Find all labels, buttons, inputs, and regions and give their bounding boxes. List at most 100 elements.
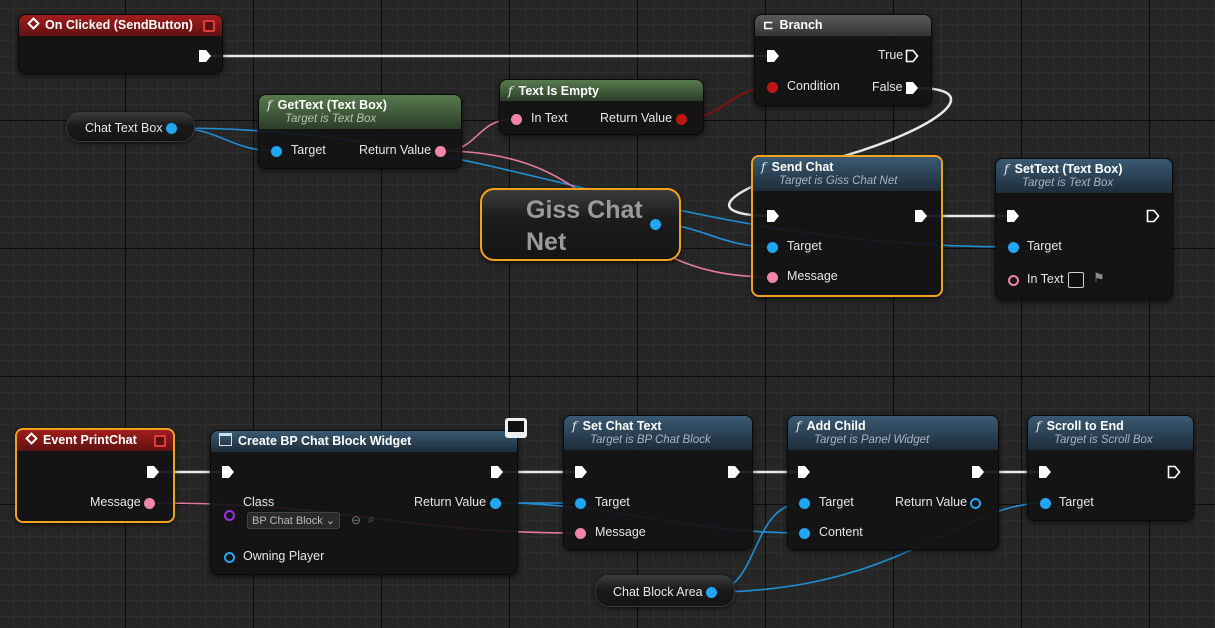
add-child-subtitle: Target is Panel Widget: [814, 434, 930, 446]
exec-in-pin-add-child[interactable]: [797, 465, 811, 479]
set-text-target-label: Target: [1027, 239, 1062, 253]
exec-in-pin-set-text[interactable]: [1006, 209, 1020, 223]
send-chat-target-pin[interactable]: [767, 242, 778, 253]
scroll-to-end-title: Scroll to End: [1046, 419, 1124, 433]
add-child-title: Add Child: [806, 419, 866, 433]
function-icon: f: [796, 418, 801, 433]
search-icon[interactable]: ⌕: [368, 512, 375, 526]
chat-block-area-out-pin[interactable]: [706, 587, 717, 598]
add-child-content-pin[interactable]: [799, 528, 810, 539]
text-is-empty-title: Text Is Empty: [518, 84, 599, 98]
function-icon: f: [267, 97, 272, 112]
create-widget-header[interactable]: Create BP Chat Block Widget: [211, 431, 517, 452]
send-chat-message-label: Message: [787, 269, 838, 283]
widget-icon: [219, 433, 232, 446]
owning-player-pin[interactable]: [224, 552, 235, 563]
set-chat-text-target-label: Target: [595, 495, 630, 509]
class-pin[interactable]: [224, 510, 235, 521]
exec-out-pin-true[interactable]: [905, 49, 919, 63]
is-empty-return-pin[interactable]: [676, 114, 687, 125]
exec-out-pin-scroll-to-end[interactable]: [1167, 465, 1181, 479]
branch-header[interactable]: ⊏Branch: [755, 15, 931, 36]
add-child-return-pin[interactable]: [970, 498, 981, 509]
set-chat-text-target-pin[interactable]: [575, 498, 586, 509]
exec-out-pin-set-chat-text[interactable]: [727, 465, 741, 479]
chat-block-area-label: Chat Block Area: [613, 585, 703, 599]
flag-icon[interactable]: ⚑: [1093, 270, 1105, 285]
chat-text-box-out-pin[interactable]: [166, 123, 177, 134]
send-chat-message-pin[interactable]: [767, 272, 778, 283]
dropdown-chevron-icon: ⌄: [325, 515, 336, 527]
in-text-value-box[interactable]: [1068, 272, 1084, 288]
event-print-chat-header[interactable]: Event PrintChat: [17, 430, 173, 451]
on-clicked-title: On Clicked (SendButton): [45, 18, 193, 32]
class-dropdown[interactable]: BP Chat Block ⌄: [247, 512, 341, 529]
exec-in-pin-set-chat-text[interactable]: [574, 465, 588, 479]
branch-condition-label: Condition: [787, 79, 840, 93]
create-widget-class-label: Class: [243, 495, 275, 509]
set-text-subtitle: Target is Text Box: [1022, 177, 1114, 189]
get-text-return-pin[interactable]: [435, 146, 446, 157]
exec-in-pin-branch[interactable]: [766, 49, 780, 63]
exec-in-pin-create-widget[interactable]: [221, 465, 235, 479]
set-chat-text-message-pin[interactable]: [575, 528, 586, 539]
get-text-subtitle: Target is Text Box: [285, 113, 377, 125]
exec-out-pin-false[interactable]: [905, 81, 919, 95]
scroll-to-end-target-pin[interactable]: [1040, 498, 1051, 509]
function-icon: f: [572, 418, 577, 433]
get-text-header[interactable]: f GetText (Text Box) Target is Text Box: [259, 95, 461, 129]
add-child-target-label: Target: [819, 495, 854, 509]
on-clicked-node[interactable]: On Clicked (SendButton): [18, 14, 223, 74]
branch-false-label: False: [872, 80, 903, 94]
exec-out-pin-set-text[interactable]: [1146, 209, 1160, 223]
send-chat-target-label: Target: [787, 239, 822, 253]
in-text-pin[interactable]: [511, 114, 522, 125]
on-clicked-header[interactable]: On Clicked (SendButton): [19, 15, 222, 36]
print-chat-message-label: Message: [90, 495, 141, 509]
event-diamond-icon: [25, 432, 38, 445]
set-text-target-pin[interactable]: [1008, 242, 1019, 253]
giss-chat-net-label: Giss Chat Net: [526, 196, 643, 256]
set-text-title: SetText (Text Box): [1014, 162, 1123, 176]
event-diamond-icon: [27, 17, 40, 30]
branch-true-label: True: [878, 48, 904, 62]
exec-out-pin-print-chat[interactable]: [146, 465, 160, 479]
add-child-header[interactable]: f Add Child Target is Panel Widget: [788, 416, 998, 450]
giss-chat-net-out-pin[interactable]: [650, 219, 661, 230]
browse-icon[interactable]: ⊖: [351, 513, 362, 527]
exec-in-pin-send-chat[interactable]: [766, 209, 780, 223]
exec-out-pin-on-clicked[interactable]: [198, 49, 212, 63]
exec-out-pin-send-chat[interactable]: [914, 209, 928, 223]
exec-out-pin-add-child[interactable]: [971, 465, 985, 479]
set-chat-text-subtitle: Target is BP Chat Block: [590, 434, 711, 446]
text-is-empty-in-label: In Text: [531, 111, 568, 125]
event-print-chat-title: Event PrintChat: [43, 433, 137, 447]
class-dropdown-value: BP Chat Block: [252, 515, 323, 527]
exec-out-pin-create-widget[interactable]: [490, 465, 504, 479]
set-text-in-text-label: In Text: [1027, 272, 1064, 286]
branch-title: Branch: [779, 18, 823, 32]
get-text-target-pin[interactable]: [271, 146, 282, 157]
get-text-title: GetText (Text Box): [277, 98, 387, 112]
add-child-target-pin[interactable]: [799, 498, 810, 509]
condition-pin[interactable]: [767, 82, 778, 93]
create-widget-title: Create BP Chat Block Widget: [238, 434, 412, 448]
get-text-node[interactable]: f GetText (Text Box) Target is Text Box: [258, 94, 462, 169]
monitor-icon: [505, 418, 527, 438]
create-widget-return-pin[interactable]: [490, 498, 501, 509]
exec-in-pin-scroll-to-end[interactable]: [1038, 465, 1052, 479]
get-text-target-label: Target: [291, 143, 326, 157]
scroll-to-end-target-label: Target: [1059, 495, 1094, 509]
set-text-in-text-pin[interactable]: [1008, 275, 1019, 286]
print-chat-message-pin[interactable]: [144, 498, 155, 509]
